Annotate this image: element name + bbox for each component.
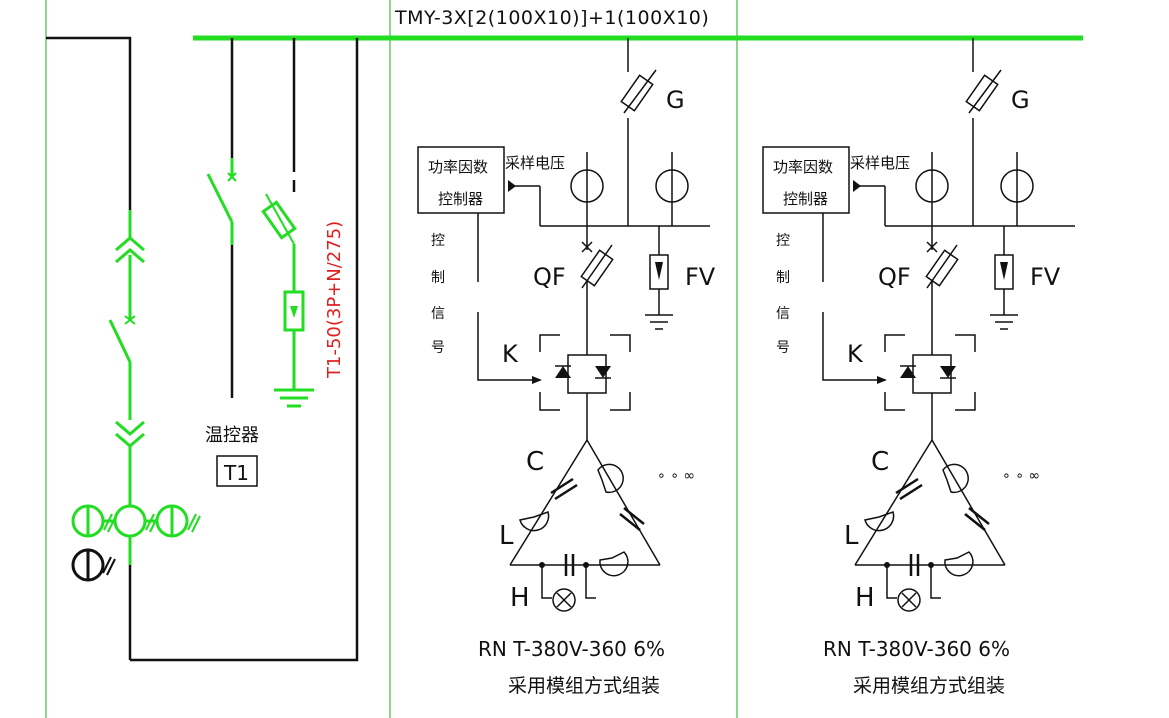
- c-label-2: C: [871, 447, 889, 477]
- assembly-note-2: 采用模组方式组装: [853, 675, 1005, 697]
- control-signal-char-1-3: 号: [431, 340, 445, 356]
- rating-1: RN T-380V-360 6%: [478, 637, 665, 661]
- surge-protector: [261, 193, 314, 408]
- sampling-voltage-1: 采样电压: [505, 154, 565, 172]
- incoming-feeder: [46, 36, 359, 662]
- current-transformers: [71, 504, 201, 565]
- control-signal-char-1-1: 制: [431, 270, 445, 286]
- control-signal-char-2-2: 信: [776, 306, 790, 322]
- k-label-2: K: [847, 340, 864, 368]
- temp-controller-switch: [206, 158, 237, 245]
- l-label-1: L: [499, 521, 514, 551]
- l-label-2: L: [844, 521, 859, 551]
- more-label-2: ∘ ∘ ∞: [1002, 468, 1040, 484]
- panel-dividers: [45, 0, 738, 718]
- more-label-1: ∘ ∘ ∞: [657, 468, 695, 484]
- temp-controller-tag: T1: [223, 461, 249, 485]
- control-signal-char-2-3: 号: [776, 340, 790, 356]
- h-label-1: H: [510, 583, 530, 613]
- control-signal-char-2-1: 制: [776, 270, 790, 286]
- fv-label-1: FV: [685, 263, 716, 291]
- qf-label-2: QF: [878, 263, 911, 291]
- sampling-voltage-2: 采样电压: [850, 154, 910, 172]
- capacitor-branch-1: G 功率因数 控制器 采样电压 控 制 信 号 QF FV K C L H ∘ …: [417, 38, 716, 697]
- qf-label-1: QF: [533, 263, 566, 291]
- control-signal-char-1-2: 信: [431, 306, 445, 322]
- control-signal-char-2-0: 控: [776, 233, 790, 249]
- temp-controller-label: 温控器: [205, 425, 259, 446]
- busbar-label: TMY-3X[2(100X10)]+1(100X10): [394, 7, 709, 29]
- fv-label-2: FV: [1030, 263, 1061, 291]
- control-signal-char-1-0: 控: [431, 233, 445, 249]
- metering-ct: [71, 548, 116, 582]
- g-label-2: G: [1011, 86, 1030, 114]
- capacitor-branch-2: G 功率因数 控制器 采样电压 控 制 信 号 QF FV K C L H ∘ …: [762, 38, 1075, 697]
- g-label-1: G: [666, 86, 685, 114]
- assembly-note-1: 采用模组方式组装: [508, 675, 660, 697]
- pf-controller-line1-1: 功率因数: [428, 158, 488, 176]
- pf-controller-line2-1: 控制器: [438, 190, 483, 208]
- k-label-1: K: [502, 340, 519, 368]
- rating-2: RN T-380V-360 6%: [823, 637, 1010, 661]
- incoming-breaker: [108, 210, 145, 505]
- pf-controller-line1-2: 功率因数: [773, 158, 833, 176]
- c-label-1: C: [526, 447, 544, 477]
- temp-controller-tag-box: [216, 455, 258, 487]
- pf-controller-line2-2: 控制器: [783, 190, 828, 208]
- surge-label: T1-50(3P+N/275): [324, 221, 345, 379]
- main-busbar: TMY-3X[2(100X10)]+1(100X10): [193, 7, 1083, 41]
- h-label-2: H: [855, 583, 875, 613]
